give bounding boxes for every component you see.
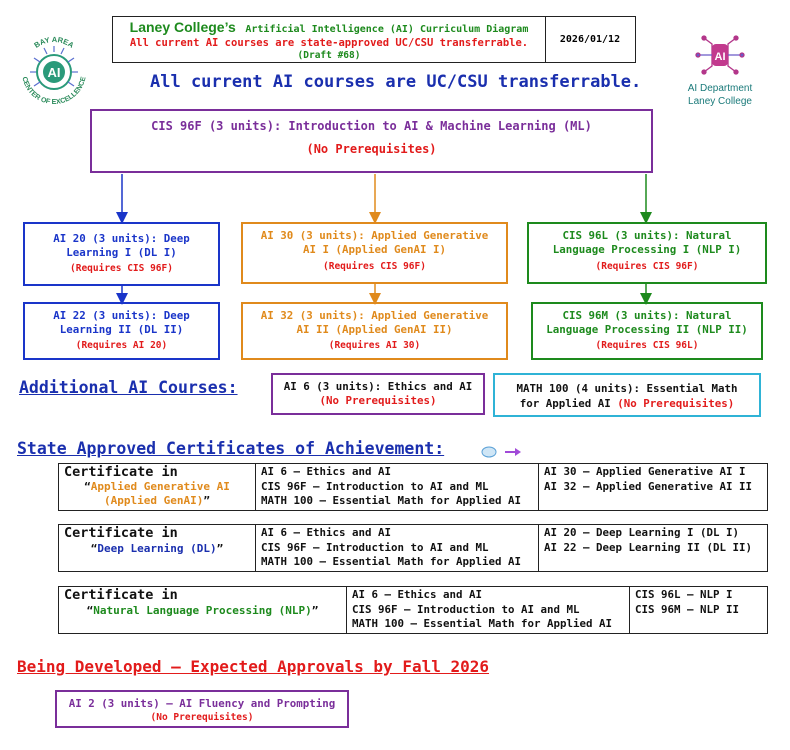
ai32-prereq: (Requires AI 30) [328, 340, 421, 351]
certificates-heading: State Approved Certificates of Achieveme… [17, 439, 445, 458]
certificate-table-dl: Certificate in “Deep Learning (DL)” AI 6… [58, 524, 768, 572]
header-draft: (Draft #68) [297, 50, 361, 61]
ai20-line2: Learning I (DL I) [66, 246, 177, 259]
cert-genai-track-1: AI 30 – Applied Generative AI I [544, 465, 746, 478]
ai22-line2: Learning II (DL II) [59, 323, 184, 336]
course-box-ai6: AI 6 (3 units): Ethics and AI (No Prereq… [271, 373, 485, 415]
ai2-line1: AI 2 (3 units) – AI Fluency and Promptin… [68, 697, 336, 710]
cert-genai-name-1: Applied Generative AI [90, 479, 230, 493]
cis96m-prereq: (Requires CIS 96L) [595, 340, 699, 351]
course-box-ai20: AI 20 (3 units): Deep Learning I (DL I) … [23, 222, 220, 286]
cert-dl-open-quote: “ [90, 541, 98, 555]
cert-genai-core-cell: AI 6 – Ethics and AI CIS 96F – Introduct… [255, 463, 539, 511]
certificate-table-genai: Certificate in “Applied Generative AI (A… [58, 463, 768, 511]
cert-dl-core-2: CIS 96F – Introduction to AI and ML [261, 540, 489, 554]
course-box-math100: MATH 100 (4 units): Essential Math for A… [493, 373, 761, 417]
cert-dl-close-quote: ” [216, 541, 224, 555]
math100-prereq: (No Prerequisites) [617, 397, 735, 410]
cert-nlp-label: Certificate in [64, 587, 178, 603]
cert-dl-core-3: MATH 100 – Essential Math for Applied AI [261, 555, 522, 568]
ai6-prereq: (No Prerequisites) [319, 394, 437, 407]
ai32-line1: AI 32 (3 units): Applied Generative [260, 309, 489, 322]
header-title: Artificial Intelligence (AI) Curriculum … [245, 24, 529, 35]
cis96l-line1: CIS 96L (3 units): Natural [562, 229, 732, 242]
math100-line1: MATH 100 (4 units): Essential Math [516, 382, 738, 395]
transfer-banner: All current AI courses are UC/CSU transf… [150, 72, 642, 92]
math100-line2: for Applied AI [519, 397, 611, 410]
ai-dept-logo-mark: AI [715, 51, 726, 63]
cert-dl-core-cell: AI 6 – Ethics and AI CIS 96F – Introduct… [255, 524, 539, 572]
cert-dl-track-1: AI 20 – Deep Learning I (DL I) [544, 526, 740, 539]
flow-connectors [116, 174, 652, 305]
ai22-line1: AI 22 (3 units): Deep [53, 309, 190, 322]
root-course-title: CIS 96F (3 units): Introduction to AI & … [151, 119, 592, 133]
coe-logo-graphic: AI BAY AREA CENTER OF EXCELLENCE [20, 35, 87, 106]
course-box-ai30: AI 30 (3 units): Applied Generative AI I… [241, 222, 508, 284]
cis96l-line2: Language Processing I (NLP I) [552, 243, 742, 256]
header-date: 2026/01/12 [559, 34, 621, 45]
ai30-prereq: (Requires CIS 96F) [323, 261, 426, 272]
course-box-cis96m: CIS 96M (3 units): Natural Language Proc… [531, 302, 763, 360]
ai2-prereq: (No Prerequisites) [150, 712, 254, 723]
cert-dl-label: Certificate in [64, 525, 178, 541]
cert-genai-track-2: AI 32 – Applied Generative AI II [544, 479, 753, 493]
developing-heading: Being Developed – Expected Approvals by … [17, 657, 490, 676]
cert-genai-open-quote: “ [84, 479, 91, 493]
cert-genai-name-cell: Certificate in “Applied Generative AI (A… [58, 463, 256, 511]
additional-heading: Additional AI Courses: [19, 378, 238, 397]
cert-dl-name: Deep Learning (DL) [97, 541, 217, 555]
ai-dept-caption-2: Laney College [688, 96, 752, 107]
header-date-box: 2026/01/12 [545, 16, 636, 63]
cert-genai-close-quote: ” [203, 493, 210, 507]
ai20-prereq: (Requires CIS 96F) [70, 263, 173, 274]
cert-genai-track-cell: AI 30 – Applied Generative AI I AI 32 – … [538, 463, 768, 511]
cert-nlp-core-1: AI 6 – Ethics and AI [352, 588, 483, 601]
cert-nlp-core-cell: AI 6 – Ethics and AI CIS 96F – Introduct… [346, 586, 630, 634]
cert-genai-name-2: (Applied GenAI) [104, 493, 204, 507]
ai-department-logo: AI [690, 30, 750, 80]
cert-nlp-name: Natural Language Processing (NLP) [93, 603, 312, 617]
certificate-table-nlp: Certificate in “Natural Language Process… [58, 586, 768, 634]
cert-nlp-close-quote: ” [311, 603, 319, 617]
bay-area-coe-logo: AI BAY AREA CENTER OF EXCELLENCE [14, 30, 94, 110]
cis96l-prereq: (Requires CIS 96F) [595, 261, 699, 272]
course-box-ai32: AI 32 (3 units): Applied Generative AI I… [241, 302, 508, 360]
cert-genai-core-3: MATH 100 – Essential Math for Applied AI [261, 494, 522, 507]
header-college: Laney College’s [129, 19, 236, 35]
header-title-box: Laney College’s Artificial Intelligence … [112, 16, 546, 63]
cert-dl-name-cell: Certificate in “Deep Learning (DL)” [58, 524, 256, 572]
cert-nlp-name-cell: Certificate in “Natural Language Process… [58, 586, 347, 634]
cis96m-line2: Language Processing II (NLP II) [546, 323, 748, 336]
ai-dept-logo-graphic: AI [695, 35, 745, 75]
ai22-prereq: (Requires AI 20) [75, 340, 168, 351]
ai-dept-caption-1: AI Department [687, 83, 753, 94]
ai32-line2: AI II (Applied GenAI II) [296, 323, 453, 336]
course-box-ai2: AI 2 (3 units) – AI Fluency and Promptin… [55, 690, 349, 728]
ai-dept-caption: AI Department Laney College [672, 82, 768, 108]
root-course-box: CIS 96F (3 units): Introduction to AI & … [90, 109, 653, 173]
course-box-cis96l: CIS 96L (3 units): Natural Language Proc… [527, 222, 767, 284]
cert-genai-label: Certificate in [64, 464, 178, 480]
course-box-ai22: AI 22 (3 units): Deep Learning II (DL II… [23, 302, 220, 360]
cert-nlp-track-2: CIS 96M – NLP II [635, 602, 740, 616]
ai30-line1: AI 30 (3 units): Applied Generative [260, 229, 489, 242]
ai6-line1: AI 6 (3 units): Ethics and AI [283, 380, 473, 393]
ai20-line1: AI 20 (3 units): Deep [53, 232, 190, 245]
cert-dl-core-1: AI 6 – Ethics and AI [261, 526, 392, 539]
link-cursor-icon[interactable] [479, 444, 524, 460]
cert-nlp-core-2: CIS 96F – Introduction to AI and ML [352, 602, 580, 616]
cert-dl-track-2: AI 22 – Deep Learning II (DL II) [544, 540, 753, 554]
header-subtitle: All current AI courses are state-approve… [129, 37, 529, 49]
cert-genai-core-1: AI 6 – Ethics and AI [261, 465, 392, 478]
cert-nlp-track-cell: CIS 96L – NLP I CIS 96M – NLP II [629, 586, 768, 634]
cert-genai-core-2: CIS 96F – Introduction to AI and ML [261, 479, 489, 493]
cert-nlp-open-quote: “ [86, 603, 94, 617]
root-course-prereq: (No Prerequisites) [306, 142, 437, 156]
cert-dl-track-cell: AI 20 – Deep Learning I (DL I) AI 22 – D… [538, 524, 768, 572]
cis96m-line1: CIS 96M (3 units): Natural [562, 309, 732, 322]
cert-nlp-track-1: CIS 96L – NLP I [635, 588, 733, 601]
cert-nlp-core-3: MATH 100 – Essential Math for Applied AI [352, 617, 613, 630]
coe-logo-ai: AI [48, 65, 61, 80]
ai30-line2: AI I (Applied GenAI I) [302, 243, 446, 256]
